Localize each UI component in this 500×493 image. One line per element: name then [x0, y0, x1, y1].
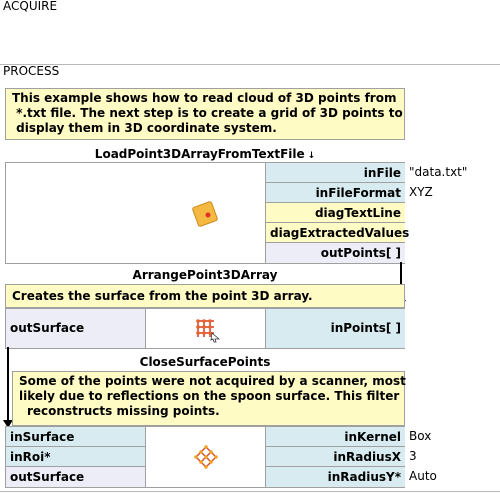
close-filter-title[interactable]: CloseSurfacePoints — [139, 355, 271, 369]
value-inRadiusY[interactable]: Auto — [409, 469, 437, 483]
close-comment-line: reconstructs missing points. — [27, 404, 220, 418]
port-inSurface[interactable]: inSurface — [6, 427, 146, 447]
intro-comment-line: This example shows how to read cloud of … — [12, 91, 397, 105]
load-filter-title[interactable]: LoadPoint3DArrayFromTextFile↓ — [94, 147, 316, 161]
port-outSurface-close[interactable]: outSurface — [6, 467, 146, 487]
close-filter-box[interactable]: inSurface inRoi* outSurface inKernel inR… — [5, 426, 405, 488]
arrange-filter-title[interactable]: ArrangePoint3DArray — [132, 268, 278, 282]
port-inKernel[interactable]: inKernel — [265, 427, 405, 447]
arrange-filter-box[interactable]: outSurface inPoints[ ] — [5, 308, 405, 349]
acquire-section-title: ACQUIRE — [3, 0, 58, 13]
close-comment-line: Some of the points were not acquired by … — [19, 374, 406, 388]
port-diagExtractedValues[interactable]: diagExtractedValues — [265, 223, 409, 243]
connector-outPoints-inPoints — [400, 262, 402, 304]
port-outPoints[interactable]: outPoints[ ] — [265, 243, 405, 263]
file-points-icon — [192, 201, 218, 227]
process-section-title: PROCESS — [3, 64, 60, 78]
port-outSurface[interactable]: outSurface — [6, 309, 146, 348]
port-inPoints[interactable]: inPoints[ ] — [265, 309, 405, 348]
connector-arrowhead — [3, 420, 13, 428]
arrange-filter-icon-area — [146, 309, 266, 348]
port-inRadiusX[interactable]: inRadiusX — [265, 447, 405, 467]
value-inFile[interactable]: "data.txt" — [409, 165, 468, 179]
value-inFileFormat[interactable]: XYZ — [409, 185, 433, 199]
intro-comment-line: *.txt file. The next step is to create a… — [12, 106, 403, 120]
intro-comment-line: display them in 3D coordinate system. — [12, 121, 277, 135]
value-inKernel[interactable]: Box — [409, 429, 432, 443]
surface-mesh-icon — [194, 445, 218, 469]
close-filter-icon-area — [146, 427, 266, 487]
port-inFileFormat[interactable]: inFileFormat — [265, 183, 405, 203]
value-inRadiusX[interactable]: 3 — [409, 449, 417, 463]
port-inRadiusY[interactable]: inRadiusY* — [265, 467, 405, 487]
process-section-header: PROCESS — [0, 64, 500, 78]
intro-comment[interactable]: This example shows how to read cloud of … — [5, 88, 405, 140]
load-filter-icon-area — [146, 163, 266, 263]
grid-surface-icon — [196, 318, 220, 342]
close-comment-line: likely due to reflections on the spoon s… — [19, 389, 400, 403]
arrow-down-icon: ↓ — [307, 151, 316, 161]
port-inFile[interactable]: inFile — [265, 163, 405, 183]
port-inRoi[interactable]: inRoi* — [6, 447, 146, 467]
acquire-section-header: ACQUIRE — [0, 0, 500, 14]
load-filter-box[interactable]: inFile inFileFormat diagTextLine diagExt… — [5, 162, 409, 264]
close-comment[interactable]: Some of the points were not acquired by … — [12, 371, 406, 426]
connector-outSurface-inSurface — [7, 347, 9, 423]
arrange-comment[interactable]: Creates the surface from the point 3D ar… — [5, 284, 405, 308]
process-section-bottom — [0, 491, 500, 492]
port-diagTextLine[interactable]: diagTextLine — [265, 203, 405, 223]
